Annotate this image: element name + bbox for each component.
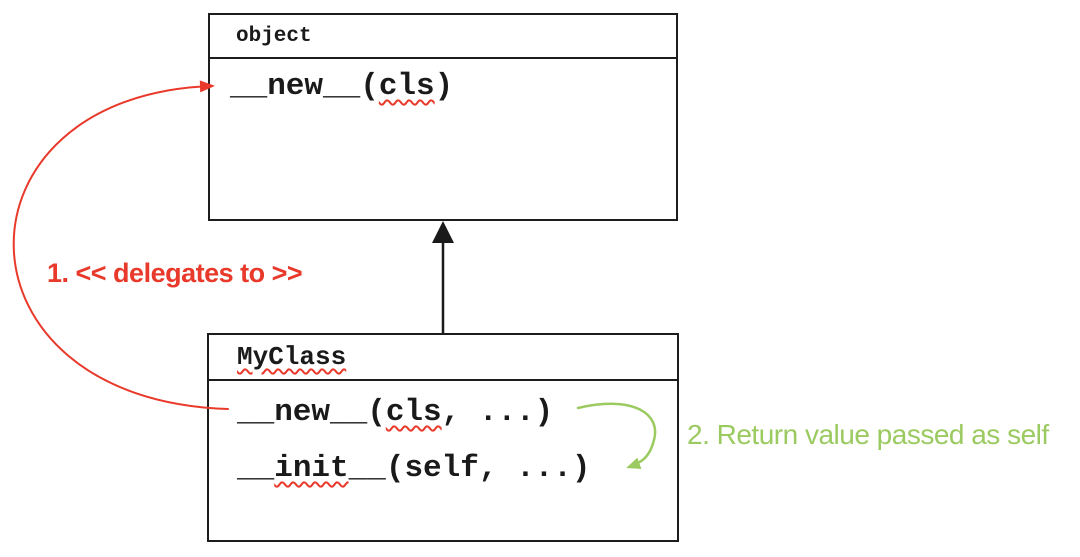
class-body-myclass: __new__(cls, ...) __init__(self, ...) <box>209 397 677 484</box>
member-myclass-new: __new__(cls, ...) <box>237 397 677 428</box>
member-object-new: __new__(cls) <box>230 71 676 102</box>
member-myclass-init: __init__(self, ...) <box>237 453 677 484</box>
member-myclass-init-post: __(self, ...) <box>348 451 591 486</box>
class-box-object: object __new__(cls) <box>208 13 678 221</box>
delegates-label: 1. << delegates to >> <box>47 258 303 288</box>
delegates-arrow-icon <box>12 80 229 410</box>
class-name-object: object <box>236 24 312 48</box>
member-myclass-init-arg: init <box>274 451 349 486</box>
member-myclass-new-pre: __new__( <box>237 395 386 430</box>
member-object-new-pre: __new__( <box>230 69 379 104</box>
member-myclass-new-arg: cls <box>385 395 442 430</box>
inheritance-arrow-icon <box>432 221 454 333</box>
class-name-myclass: MyClass <box>237 342 347 372</box>
class-header-object: object <box>210 15 676 59</box>
return-value-label: 2. Return value passed as self <box>687 419 1049 450</box>
member-object-new-post: ) <box>434 69 454 104</box>
class-header-myclass: MyClass <box>209 335 677 381</box>
member-myclass-new-post: , ...) <box>441 395 554 430</box>
class-box-myclass: MyClass __new__(cls, ...) __init__(self,… <box>207 333 679 542</box>
member-object-new-arg: cls <box>378 69 435 104</box>
class-body-object: __new__(cls) <box>210 71 676 102</box>
member-myclass-init-pre: __ <box>237 451 275 486</box>
